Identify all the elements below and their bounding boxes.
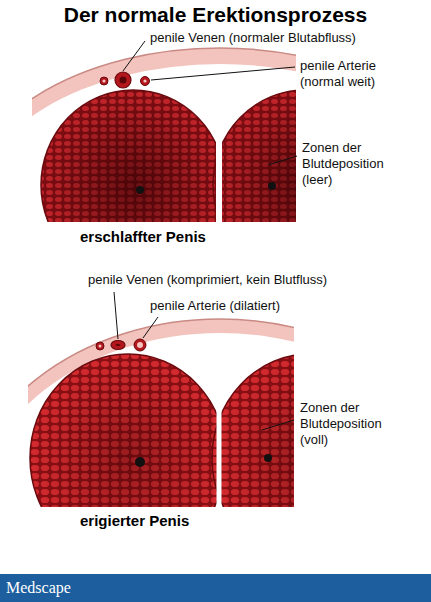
part-label: Zonen der Blutdeposition (leer) bbox=[302, 140, 402, 188]
part-label: penile Arterie (normal weit) bbox=[300, 58, 410, 90]
part-label: penile Venen (normaler Blutabfluss) bbox=[150, 30, 425, 46]
figure-caption: erschlaffter Penis bbox=[80, 228, 330, 246]
leader-line bbox=[114, 292, 118, 339]
part-label: penile Arterie (dilatiert) bbox=[150, 298, 420, 314]
diagram-title: Der normale Erektionsprozess bbox=[0, 2, 431, 28]
leader-line bbox=[262, 420, 294, 430]
erect-section bbox=[28, 319, 294, 507]
vessels-flaccid bbox=[100, 72, 150, 88]
leader-line bbox=[151, 67, 295, 80]
leader-line bbox=[123, 41, 145, 71]
footer-band: Medscape bbox=[0, 574, 431, 602]
leader-line bbox=[268, 156, 297, 165]
flaccid-section bbox=[32, 48, 296, 222]
leader-line bbox=[143, 317, 158, 338]
part-label: Zonen der Blutdeposition (voll) bbox=[300, 400, 400, 448]
figure-caption: erigierter Penis bbox=[80, 512, 330, 530]
watermark-text: Medscape bbox=[6, 578, 71, 598]
vessels-erect bbox=[96, 339, 146, 351]
part-label: penile Venen (komprimiert, kein Blutflus… bbox=[88, 272, 418, 288]
